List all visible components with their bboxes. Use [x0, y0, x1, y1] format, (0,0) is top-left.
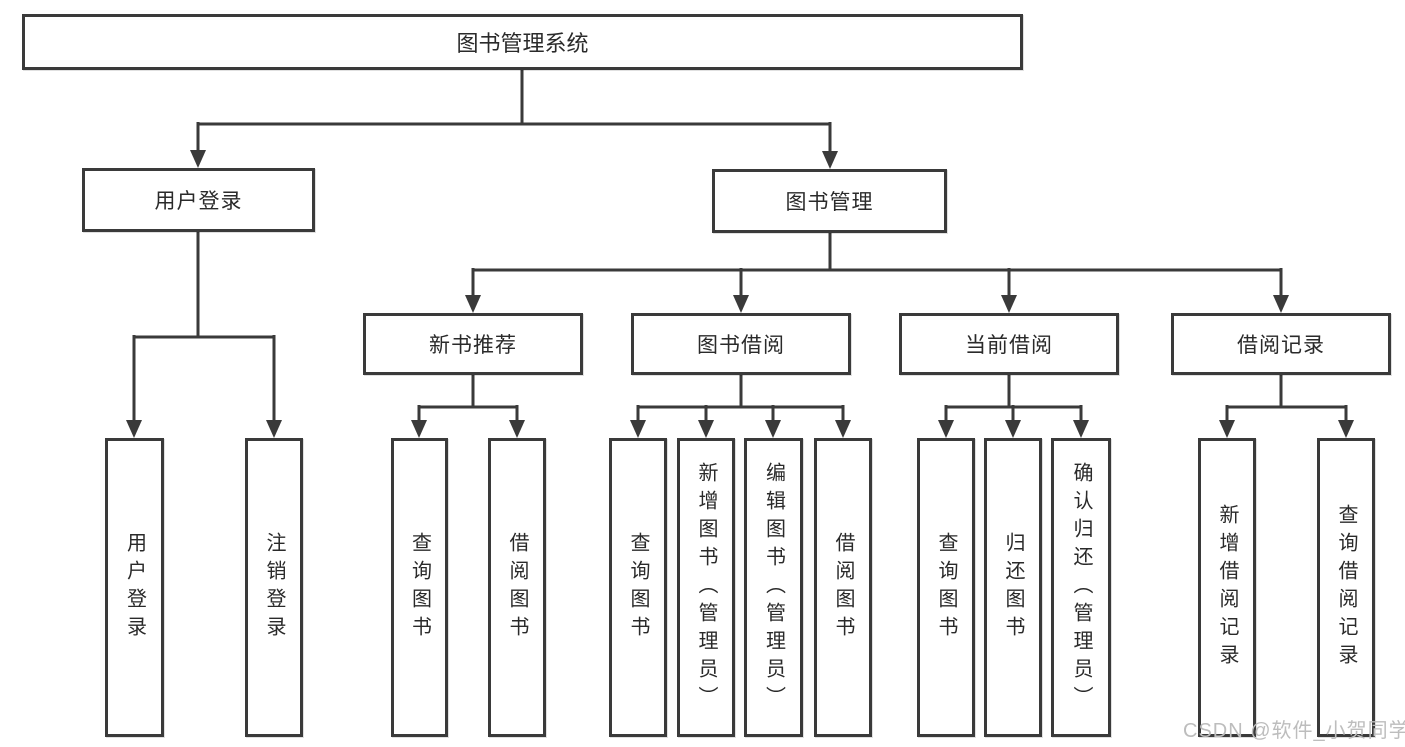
- leaf-confirm-return-admin: 确认归还（管理员）: [1051, 438, 1111, 737]
- node-library-management-system: 图书管理系统: [22, 14, 1023, 70]
- node-book-borrowing: 图书借阅: [631, 313, 851, 375]
- leaf-borrow-book: 借阅图书: [814, 438, 872, 737]
- node-book-management: 图书管理: [712, 169, 947, 233]
- leaf-add-borrow-record: 新增借阅记录: [1198, 438, 1256, 737]
- leaf-query-book-current: 查询图书: [917, 438, 975, 737]
- leaf-add-book-admin: 新增图书（管理员）: [677, 438, 735, 737]
- leaf-return-book: 归还图书: [984, 438, 1042, 737]
- node-user-login: 用户登录: [82, 168, 315, 232]
- leaf-query-book-recommend: 查询图书: [391, 438, 448, 737]
- leaf-edit-book-admin: 编辑图书（管理员）: [744, 438, 803, 737]
- node-borrowing-records: 借阅记录: [1171, 313, 1391, 375]
- leaf-user-login: 用户登录: [105, 438, 164, 737]
- node-current-borrowing: 当前借阅: [899, 313, 1119, 375]
- leaf-query-book-borrow: 查询图书: [609, 438, 667, 737]
- node-new-book-recommendation: 新书推荐: [363, 313, 583, 375]
- leaf-query-borrow-record: 查询借阅记录: [1317, 438, 1375, 737]
- leaf-logout: 注销登录: [245, 438, 303, 737]
- leaf-borrow-book-recommend: 借阅图书: [488, 438, 546, 737]
- csdn-watermark: CSDN @软件_小贺同学: [1183, 720, 1405, 742]
